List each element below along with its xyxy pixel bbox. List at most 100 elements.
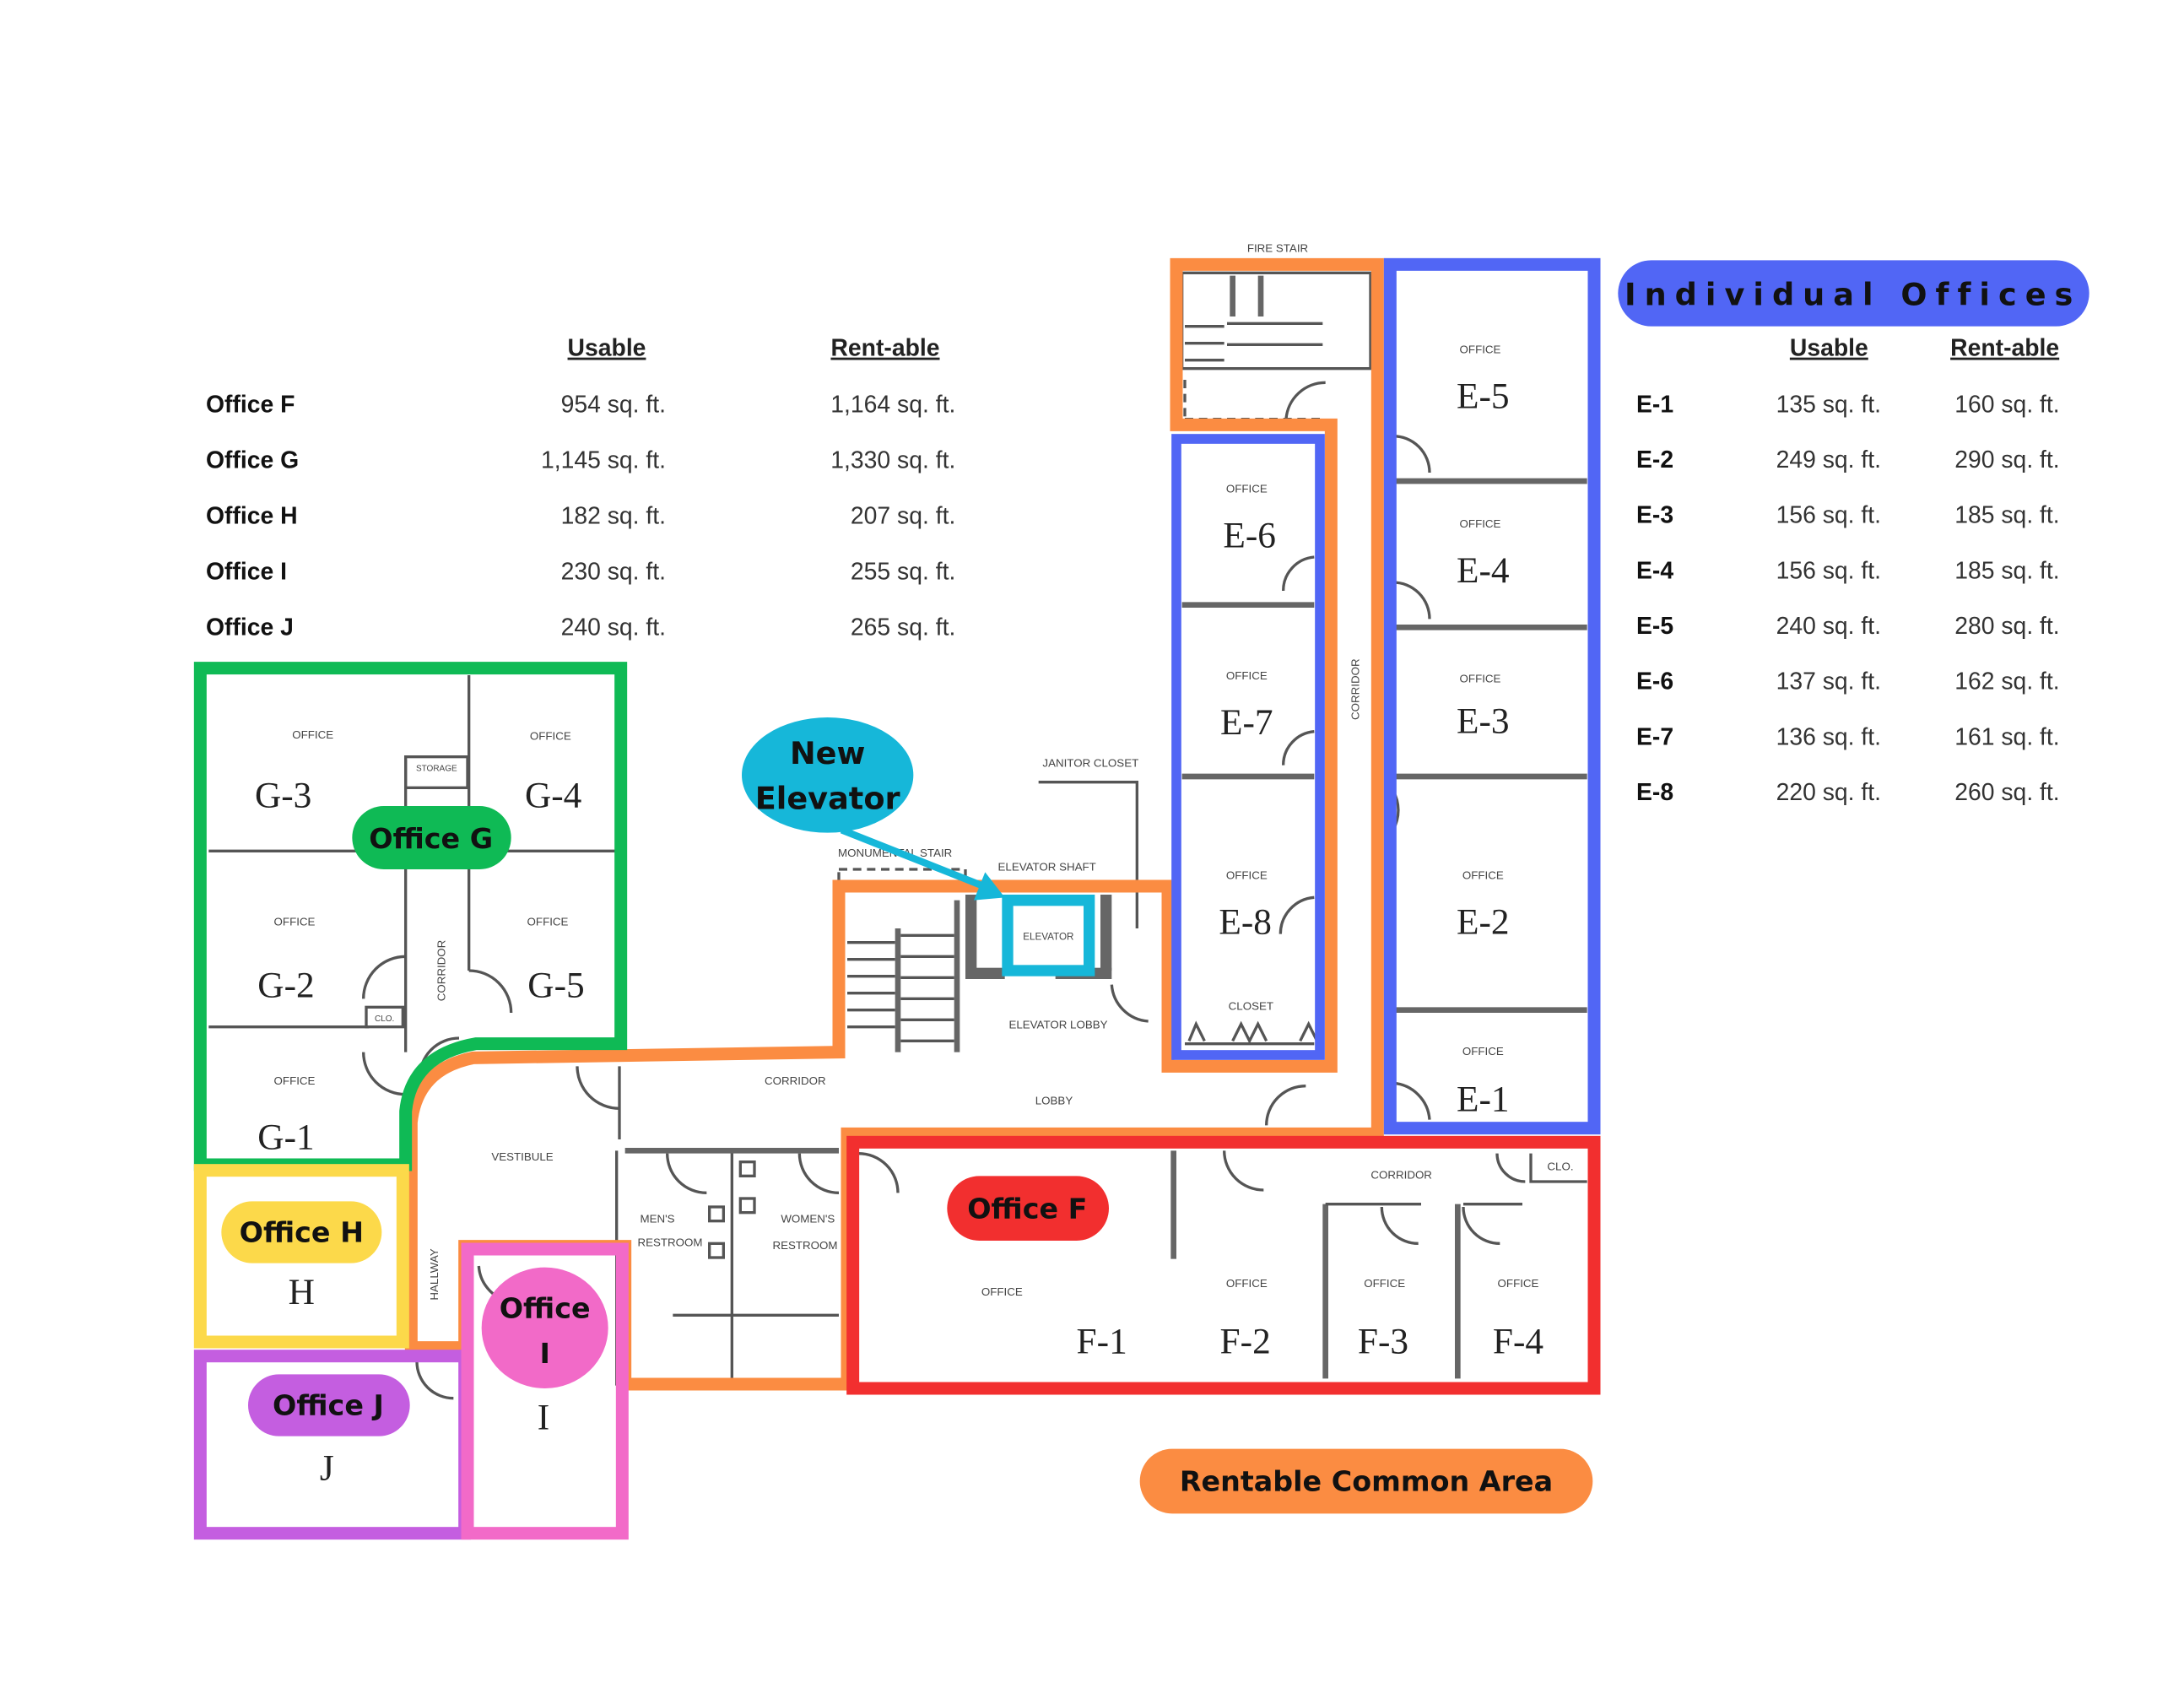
row-rentable: 160 sq. ft. bbox=[1954, 391, 2059, 418]
arrow-line bbox=[840, 826, 992, 893]
row-usable: 136 sq. ft. bbox=[1776, 723, 1881, 750]
small-room-labels: FIRE STAIR OFFICE OFFICE OFFICE OFFICE O… bbox=[274, 241, 1574, 1300]
row-name: E-2 bbox=[1636, 446, 1673, 473]
callout-office-j-label: Office J bbox=[273, 1389, 384, 1422]
legend-common-area: Rentable Common Area bbox=[1139, 1448, 1593, 1514]
label-lobby: LOBBY bbox=[1035, 1094, 1073, 1106]
label-restroom: RESTROOM bbox=[637, 1236, 702, 1249]
label-storage: STORAGE bbox=[416, 764, 457, 773]
row-usable: 135 sq. ft. bbox=[1776, 391, 1881, 418]
callout-office-g-label: Office G bbox=[369, 822, 493, 855]
room-g4: G-4 bbox=[525, 776, 581, 816]
row-usable: 230 sq. ft. bbox=[561, 558, 666, 585]
room-i: I bbox=[538, 1397, 549, 1437]
individual-offices-outline-east bbox=[1383, 257, 1601, 1135]
room-f3: F-3 bbox=[1358, 1321, 1408, 1361]
label-mens: MEN'S bbox=[640, 1212, 674, 1225]
table-row: E-8 220 sq. ft. 260 sq. ft. bbox=[1636, 779, 2060, 806]
room-e7: E-7 bbox=[1220, 702, 1273, 743]
row-name: Office I bbox=[206, 558, 287, 585]
room-e3: E-3 bbox=[1457, 701, 1510, 741]
label-corridor: CORRIDOR bbox=[1370, 1169, 1432, 1182]
row-usable: 240 sq. ft. bbox=[561, 614, 666, 641]
row-rentable: 207 sq. ft. bbox=[851, 502, 955, 529]
callout-office-f: Office F bbox=[947, 1176, 1109, 1241]
label-office: OFFICE bbox=[1226, 669, 1268, 682]
row-rentable: 161 sq. ft. bbox=[1954, 723, 2059, 750]
row-rentable: 255 sq. ft. bbox=[851, 558, 955, 585]
label-janitor-closet: JANITOR CLOSET bbox=[1042, 756, 1138, 769]
row-rentable: 280 sq. ft. bbox=[1954, 613, 2059, 640]
row-usable: 1,145 sq. ft. bbox=[541, 446, 666, 473]
row-rentable: 162 sq. ft. bbox=[1954, 668, 2059, 695]
individual-offices-title: Individual Offices bbox=[1624, 277, 2081, 313]
callout-office-g: Office G bbox=[352, 806, 511, 869]
table-row: E-1 135 sq. ft. 160 sq. ft. bbox=[1636, 391, 2060, 418]
row-name: Office J bbox=[206, 614, 294, 641]
row-usable: 240 sq. ft. bbox=[1776, 613, 1881, 640]
label-restroom: RESTROOM bbox=[772, 1239, 837, 1252]
row-name: E-3 bbox=[1636, 502, 1673, 529]
legend-common-area-label: Rentable Common Area bbox=[1180, 1465, 1553, 1498]
row-rentable: 1,164 sq. ft. bbox=[830, 391, 955, 418]
row-usable: 182 sq. ft. bbox=[561, 502, 666, 529]
room-e8: E-8 bbox=[1219, 902, 1272, 943]
label-closet: CLOSET bbox=[1229, 1000, 1273, 1013]
row-usable: 156 sq. ft. bbox=[1776, 557, 1881, 584]
callout-new-elevator: New Elevator bbox=[742, 717, 1005, 901]
arrow-head-icon bbox=[974, 872, 1005, 901]
label-office: OFFICE bbox=[1226, 869, 1268, 882]
label-office: OFFICE bbox=[530, 730, 571, 743]
label-corridor: CORRIDOR bbox=[1349, 658, 1362, 720]
table-row: Office I 230 sq. ft. 255 sq. ft. bbox=[206, 558, 955, 585]
header-rentable: Rent-able bbox=[830, 335, 939, 362]
row-usable: 954 sq. ft. bbox=[561, 391, 666, 418]
room-g1: G-1 bbox=[257, 1117, 314, 1158]
monumental-stair bbox=[847, 900, 960, 1052]
label-office: OFFICE bbox=[274, 1074, 316, 1087]
header-usable: Usable bbox=[568, 335, 646, 362]
label-elevator-shaft: ELEVATOR SHAFT bbox=[998, 861, 1096, 874]
callout-new-elevator-line2: Elevator bbox=[755, 780, 900, 816]
label-office: OFFICE bbox=[1460, 672, 1501, 684]
room-j: J bbox=[320, 1447, 334, 1488]
office-f-outline bbox=[846, 1135, 1601, 1395]
table-row: E-4 156 sq. ft. 185 sq. ft. bbox=[1636, 557, 2060, 584]
room-f2: F-2 bbox=[1220, 1321, 1271, 1361]
label-corridor: CORRIDOR bbox=[435, 940, 447, 1002]
room-g3: G-3 bbox=[255, 776, 311, 816]
row-name: E-1 bbox=[1636, 391, 1673, 418]
label-office: OFFICE bbox=[1226, 482, 1268, 495]
header-usable: Usable bbox=[1790, 335, 1868, 362]
row-usable: 137 sq. ft. bbox=[1776, 668, 1881, 695]
room-e5: E-5 bbox=[1457, 376, 1510, 416]
label-office: OFFICE bbox=[292, 728, 333, 741]
room-g2: G-2 bbox=[257, 966, 314, 1006]
label-corridor: CORRIDOR bbox=[765, 1074, 826, 1087]
row-name: E-4 bbox=[1636, 557, 1673, 584]
row-rentable: 1,330 sq. ft. bbox=[830, 446, 955, 473]
label-office: OFFICE bbox=[1462, 869, 1504, 882]
callout-office-h: Office H bbox=[221, 1201, 382, 1263]
room-numbers: E-5 E-4 E-3 E-2 E-1 E-6 E-7 E-8 G-3 G-4 … bbox=[255, 376, 1543, 1488]
table-row: E-7 136 sq. ft. 161 sq. ft. bbox=[1636, 723, 2060, 750]
room-e1: E-1 bbox=[1457, 1079, 1510, 1120]
callout-office-j: Office J bbox=[248, 1374, 410, 1436]
row-rentable: 260 sq. ft. bbox=[1954, 779, 2059, 806]
row-name: E-7 bbox=[1636, 723, 1673, 750]
row-usable: 220 sq. ft. bbox=[1776, 779, 1881, 806]
row-rentable: 185 sq. ft. bbox=[1954, 557, 2059, 584]
row-name: E-5 bbox=[1636, 613, 1673, 640]
label-clo: CLO. bbox=[1547, 1160, 1573, 1173]
row-rentable: 185 sq. ft. bbox=[1954, 502, 2059, 529]
individual-offices-badge bbox=[1618, 260, 2089, 327]
office-i-outline bbox=[461, 1242, 629, 1540]
label-office: OFFICE bbox=[1462, 1045, 1504, 1058]
row-name: E-8 bbox=[1636, 779, 1673, 806]
label-office: OFFICE bbox=[1460, 343, 1501, 355]
